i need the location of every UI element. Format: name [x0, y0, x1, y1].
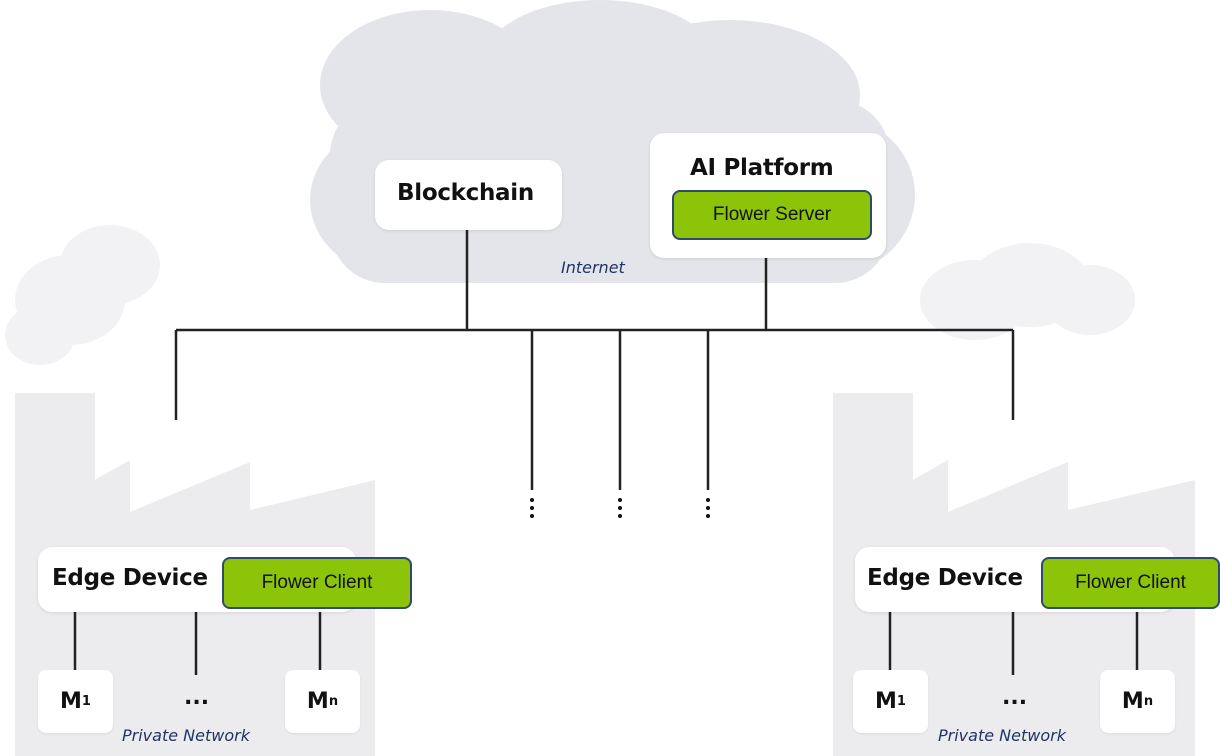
edge-device-label: Edge Device [867, 565, 1023, 591]
machine-subscript: 1 [896, 694, 906, 709]
machine-label: M [60, 689, 82, 714]
flower-client-left: Flower Client [222, 557, 412, 609]
blockchain-node: Blockchain [375, 160, 562, 230]
ai-platform-label: AI Platform [690, 155, 834, 181]
more-branches-icon [530, 498, 534, 522]
machine-subscript: n [1143, 694, 1154, 709]
machine-label: M [1121, 689, 1144, 714]
machine-subscript: n [328, 694, 339, 709]
machine-ellipsis-right: ... [1002, 685, 1028, 710]
smoke-right-icon [920, 243, 1135, 340]
more-branches-icon [618, 498, 622, 522]
machine-ellipsis-left: ... [184, 685, 210, 710]
flower-server-box: Flower Server [672, 190, 872, 240]
machine-label: M [875, 689, 897, 714]
machine-label: M [306, 689, 329, 714]
ai-platform-node: AI Platform Flower Server [650, 133, 886, 258]
network-lines [73, 230, 1139, 675]
private-network-label-left: Private Network [122, 726, 250, 745]
private-network-label-right: Private Network [938, 726, 1066, 745]
more-branches-icon [706, 498, 710, 522]
edge-device-label: Edge Device [52, 565, 208, 591]
internet-label: Internet [561, 258, 625, 277]
machine-subscript: 1 [81, 694, 91, 709]
flower-client-right: Flower Client [1041, 557, 1220, 609]
blockchain-label: Blockchain [397, 180, 534, 206]
smoke-left-icon [5, 225, 160, 365]
